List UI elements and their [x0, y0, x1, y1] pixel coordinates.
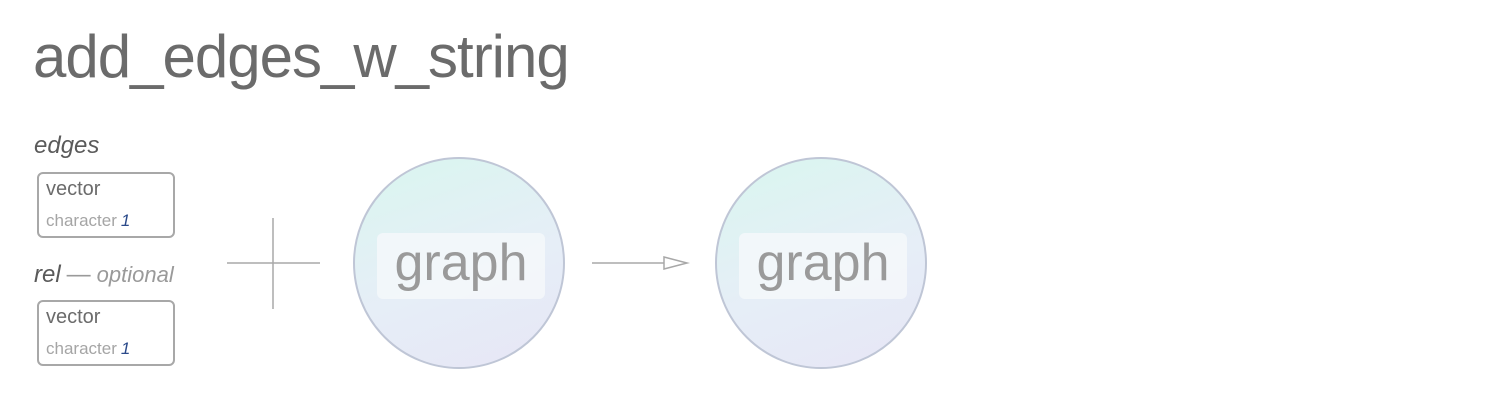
output-graph-node: graph	[715, 157, 927, 369]
type-name: vector	[46, 178, 101, 200]
subtype-name: character	[46, 339, 117, 358]
arg-name: edges	[34, 132, 100, 159]
function-title: add_edges_w_string	[33, 23, 570, 90]
plus-icon	[227, 218, 320, 309]
optional-tag: optional	[96, 262, 174, 287]
input-graph-node: graph	[353, 157, 565, 369]
type-length: 1	[120, 211, 131, 230]
arg-label-rel: rel—optional	[34, 260, 174, 290]
type-name: vector	[46, 306, 101, 328]
node-label: graph	[739, 233, 907, 299]
optional-separator: —	[66, 261, 91, 288]
arg-label-edges: edges	[34, 131, 99, 161]
type-length: 1	[120, 339, 131, 358]
arg-name: rel	[34, 261, 61, 288]
arrow-right-icon	[592, 256, 690, 270]
node-label: graph	[377, 233, 545, 299]
subtype-name: character	[46, 211, 117, 230]
